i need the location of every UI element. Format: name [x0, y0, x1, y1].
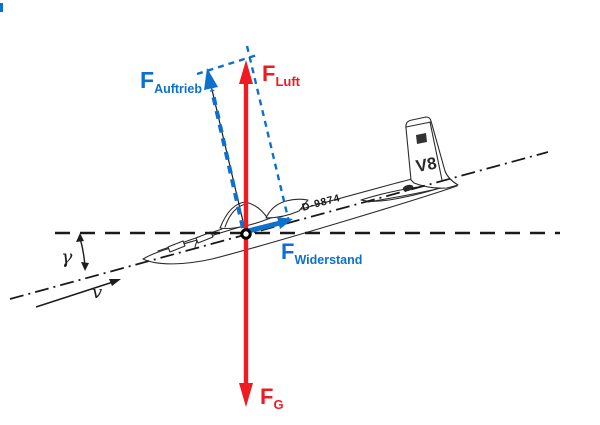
f-widerstand-subscript: Widerstand — [294, 253, 362, 267]
parallelogram-dashed-right-side — [245, 45, 291, 223]
f-widerstand-symbol: F — [281, 239, 294, 264]
center-of-gravity-marker — [240, 228, 252, 240]
f-g-arrow — [239, 234, 253, 407]
f-auftrieb-label: FAuftrieb — [140, 67, 202, 96]
fin-cap-line — [405, 121, 432, 128]
f-g-subscript: G — [273, 397, 283, 412]
f-auftrieb-symbol: F — [140, 67, 154, 93]
tail-fin — [405, 116, 459, 189]
f-luft-arrowhead — [239, 60, 253, 84]
f-g-label: FG — [260, 384, 284, 412]
f-luft-subscript: Luft — [275, 74, 300, 89]
f-luft-arrow — [239, 60, 253, 234]
velocity-arrow — [35, 279, 121, 308]
tail-code-text: V8 — [414, 154, 438, 176]
f-auftrieb-arrow — [204, 68, 247, 235]
f-luft-label: FLuft — [262, 61, 301, 89]
f-widerstand-label: FWiderstand — [281, 239, 362, 267]
canopy-frame-line — [224, 203, 247, 228]
velocity-label: v — [92, 282, 102, 303]
glider-illustration: D-9874 V8 — [142, 116, 459, 265]
f-auftrieb-subscript: Auftrieb — [154, 82, 202, 96]
tail-wheel — [402, 184, 414, 192]
glide-angle-arrowhead-top — [76, 233, 84, 242]
scan-artifact-dot — [0, 3, 3, 12]
glide-angle-arc — [76, 233, 89, 271]
glide-angle-label: γ — [61, 246, 73, 268]
f-luft-symbol: F — [262, 61, 275, 86]
f-g-symbol: F — [260, 384, 273, 409]
f-g-arrowhead — [239, 383, 253, 407]
glide-angle-arrowhead-bottom — [81, 262, 89, 271]
rudder-line — [429, 121, 443, 181]
fin-dark-patch — [416, 133, 427, 144]
velocity-arrowhead — [109, 279, 121, 286]
f-widerstand-arrowhead — [277, 217, 293, 229]
f-widerstand-arrow — [247, 217, 293, 234]
cockpit-box-front — [167, 240, 186, 253]
f-auftrieb-arrowhead — [204, 68, 218, 90]
